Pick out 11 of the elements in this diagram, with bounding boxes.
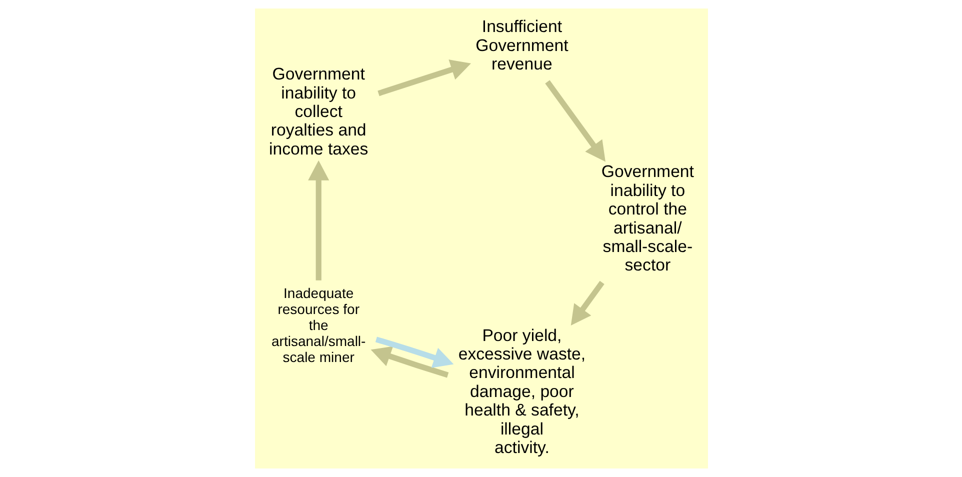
node-text: Insufficient Government revenue <box>475 17 568 74</box>
node-text: Government inability to control the artisanal/ small-scale-sector <box>600 162 694 275</box>
node-text: Poor yield, excessive waste, environmental damage, poor health & safety, illegal activity. <box>458 326 586 458</box>
arrow <box>570 280 604 326</box>
arrow <box>377 60 471 96</box>
node-text: Government inability to collect royalties and income taxes <box>268 64 368 158</box>
arrow <box>370 346 448 378</box>
arrow <box>374 336 454 368</box>
node-text: Inadequate resources for the artisanal/small-scale miner <box>270 285 366 365</box>
arrow <box>544 80 605 162</box>
arrow <box>308 160 329 280</box>
